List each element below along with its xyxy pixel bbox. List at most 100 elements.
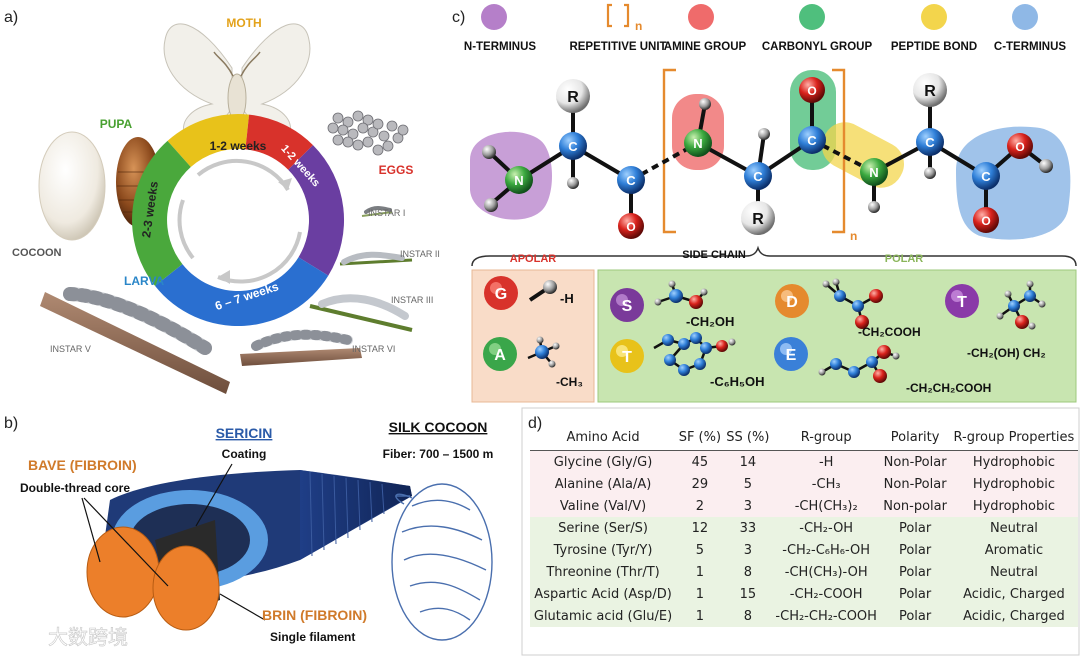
- panel-a: [38, 23, 413, 394]
- cell-ss: 3: [723, 495, 773, 517]
- cell-amino-acid: Threonine (Thr/T): [530, 561, 677, 583]
- silk-cocoon-sketch: [391, 483, 493, 641]
- svg-text:N: N: [693, 136, 702, 151]
- svg-text:C: C: [807, 133, 817, 148]
- header-r-group: R-group: [772, 426, 881, 451]
- cell-amino-acid: Aspartic Acid (Asp/D): [530, 583, 677, 605]
- side-chain-label: SIDE CHAIN: [682, 249, 746, 261]
- cell-properties: Neutral: [949, 561, 1078, 583]
- instar-1-label: INSTAR I: [368, 208, 405, 218]
- eggs-label: EGGS: [379, 163, 414, 177]
- cell-amino-acid: Tyrosine (Tyr/Y): [530, 539, 677, 561]
- atom-c-2: C: [617, 166, 645, 194]
- fibroin-core-left: [86, 526, 160, 618]
- serine-sphere: S: [610, 288, 644, 322]
- panel-c-letter: c): [452, 9, 465, 26]
- atom-r-3: R: [913, 73, 947, 107]
- svg-text:A: A: [494, 347, 506, 364]
- cocoon-label: COCOON: [12, 247, 62, 259]
- cell-polarity: Non-Polar: [880, 473, 950, 495]
- panel-a-letter: a): [4, 9, 18, 26]
- pupa-label: PUPA: [100, 117, 133, 131]
- legend-peptide-label: PEPTIDE BOND: [891, 41, 977, 53]
- svg-text:S: S: [622, 298, 633, 315]
- cell-sf: 29: [676, 473, 724, 495]
- svg-text:O: O: [626, 220, 635, 234]
- glycine-model: [528, 280, 557, 302]
- cell-ss: 3: [723, 539, 773, 561]
- svg-text:O: O: [807, 84, 816, 98]
- cell-polarity: Non-Polar: [880, 450, 950, 473]
- svg-text:C: C: [981, 169, 991, 184]
- atom-r-2: R: [741, 201, 775, 235]
- legend-amine-label: AMINE GROUP: [664, 41, 747, 53]
- instar-larvae: [40, 206, 413, 394]
- atom-c-6: C: [972, 162, 1000, 190]
- callout-lines: [81, 463, 266, 621]
- legend-carbonyl-swatch: [799, 4, 825, 30]
- header-amino-acid: Amino Acid: [530, 426, 677, 451]
- atom-r-1: R: [556, 79, 590, 113]
- cell-polarity: Polar: [880, 539, 950, 561]
- cell-properties: Acidic, Charged: [949, 605, 1078, 627]
- cell-r-group: -CH₃: [772, 473, 881, 495]
- glutamate-model: [818, 345, 900, 383]
- header-polarity: Polarity: [880, 426, 950, 451]
- atom-o-4: O: [1007, 133, 1033, 159]
- cell-polarity: Polar: [880, 517, 950, 539]
- cell-r-group: -CH₂-OH: [772, 517, 881, 539]
- serine-group: -CH₂OH: [686, 314, 734, 329]
- cell-polarity: Non-polar: [880, 495, 950, 517]
- brin-subtitle: Single filament: [270, 630, 355, 644]
- cell-ss: 33: [723, 517, 773, 539]
- alanine-sphere: A: [483, 337, 517, 371]
- repeat-bracket-n: n: [850, 229, 857, 243]
- bave-subtitle: Double-thread core: [20, 481, 130, 495]
- cell-r-group: -CH(CH₃)-OH: [772, 561, 881, 583]
- cell-sf: 12: [676, 517, 724, 539]
- panel-d-frame: [521, 407, 1080, 656]
- atom-c-3: C: [744, 162, 772, 190]
- atom-o-1: O: [618, 213, 644, 239]
- aspartate-model: [822, 278, 883, 329]
- hydrogen-atoms: [482, 98, 1053, 213]
- moth-label: MOTH: [226, 16, 261, 30]
- instar-5-label: INSTAR V: [50, 344, 91, 354]
- cell-amino-acid: Alanine (Ala/A): [530, 473, 677, 495]
- larva-label: LARVA: [124, 274, 165, 288]
- legend-peptide-swatch: [921, 4, 947, 30]
- legend-c-terminus-label: C-TERMINUS: [994, 41, 1067, 53]
- glutamate-sphere: E: [774, 337, 808, 371]
- cell-r-group: -CH(CH₃)₂: [772, 495, 881, 517]
- glycine-sphere: G: [484, 276, 518, 310]
- cocoon-illustration: [38, 131, 106, 241]
- amino-acid-table: Amino Acid SF (%) SS (%) R-group Polarit…: [530, 426, 1078, 627]
- table-header-row: Amino Acid SF (%) SS (%) R-group Polarit…: [530, 426, 1078, 451]
- silk-cocoon-title: SILK COCOON: [389, 419, 488, 435]
- instar-2-label: INSTAR II: [400, 249, 440, 259]
- svg-text:D: D: [786, 294, 798, 311]
- moth-illustration: [163, 23, 311, 140]
- atom-n-3: N: [860, 158, 888, 186]
- atom-n-1: N: [505, 166, 533, 194]
- atom-n-2: N: [684, 129, 712, 157]
- cell-sf: 1: [676, 583, 724, 605]
- legend-carbonyl-label: CARBONYL GROUP: [762, 41, 873, 53]
- brin-title: BRIN (FIBROIN): [262, 607, 367, 623]
- aspartate-sphere: D: [775, 284, 809, 318]
- cell-amino-acid: Serine (Ser/S): [530, 517, 677, 539]
- cell-properties: Neutral: [949, 517, 1078, 539]
- svg-text:G: G: [495, 286, 507, 303]
- svg-text:T: T: [622, 349, 632, 366]
- svg-text:R: R: [924, 83, 936, 100]
- legend-n-terminus-swatch: [481, 4, 507, 30]
- polar-label: POLAR: [885, 253, 924, 265]
- atom-c-4: C: [798, 126, 826, 154]
- panel-b-letter: b): [4, 415, 18, 432]
